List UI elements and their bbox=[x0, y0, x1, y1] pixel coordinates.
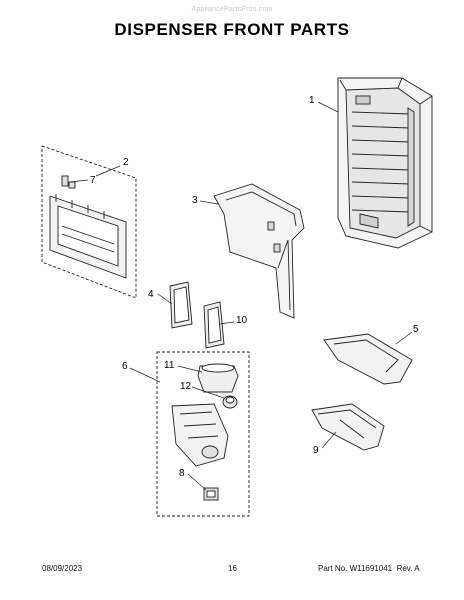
callout-8: 8 bbox=[179, 468, 185, 479]
footer-page-number: 16 bbox=[228, 564, 237, 573]
page-title: DISPENSER FRONT PARTS bbox=[114, 20, 350, 39]
footer-part-number: Part No. W11691041 Rev. A bbox=[318, 564, 420, 573]
part-2-bezel bbox=[49, 194, 127, 279]
callout-9: 9 bbox=[313, 445, 319, 456]
part-12-knob bbox=[222, 395, 238, 409]
callout-11: 11 bbox=[164, 360, 175, 371]
callout-2: 2 bbox=[123, 157, 129, 168]
callout-5: 5 bbox=[413, 324, 419, 335]
callout-3: 3 bbox=[192, 195, 198, 206]
watermark: AppliancePartsPros.com bbox=[191, 6, 273, 13]
part-10-pad bbox=[203, 301, 225, 349]
part-3-panel bbox=[213, 183, 305, 319]
callout-6: 6 bbox=[122, 361, 128, 372]
part-6-dashed-box bbox=[156, 351, 250, 517]
callout-12: 12 bbox=[180, 381, 192, 392]
part-2-dashed-box bbox=[41, 145, 137, 299]
part-9-tray-base bbox=[311, 403, 385, 451]
leader-lines bbox=[69, 101, 413, 491]
callout-4: 4 bbox=[148, 289, 154, 300]
part-1-housing bbox=[337, 77, 433, 249]
part-8-switch bbox=[203, 487, 219, 501]
callout-10: 10 bbox=[236, 315, 248, 326]
part-6-actuator bbox=[171, 403, 229, 467]
part-4-pad bbox=[169, 281, 193, 329]
callout-7: 7 bbox=[90, 175, 96, 186]
part-11-cup bbox=[197, 363, 239, 393]
footer-date: 08/09/2023 bbox=[42, 564, 83, 573]
callout-1: 1 bbox=[309, 95, 315, 106]
part-5-tray bbox=[323, 333, 413, 385]
